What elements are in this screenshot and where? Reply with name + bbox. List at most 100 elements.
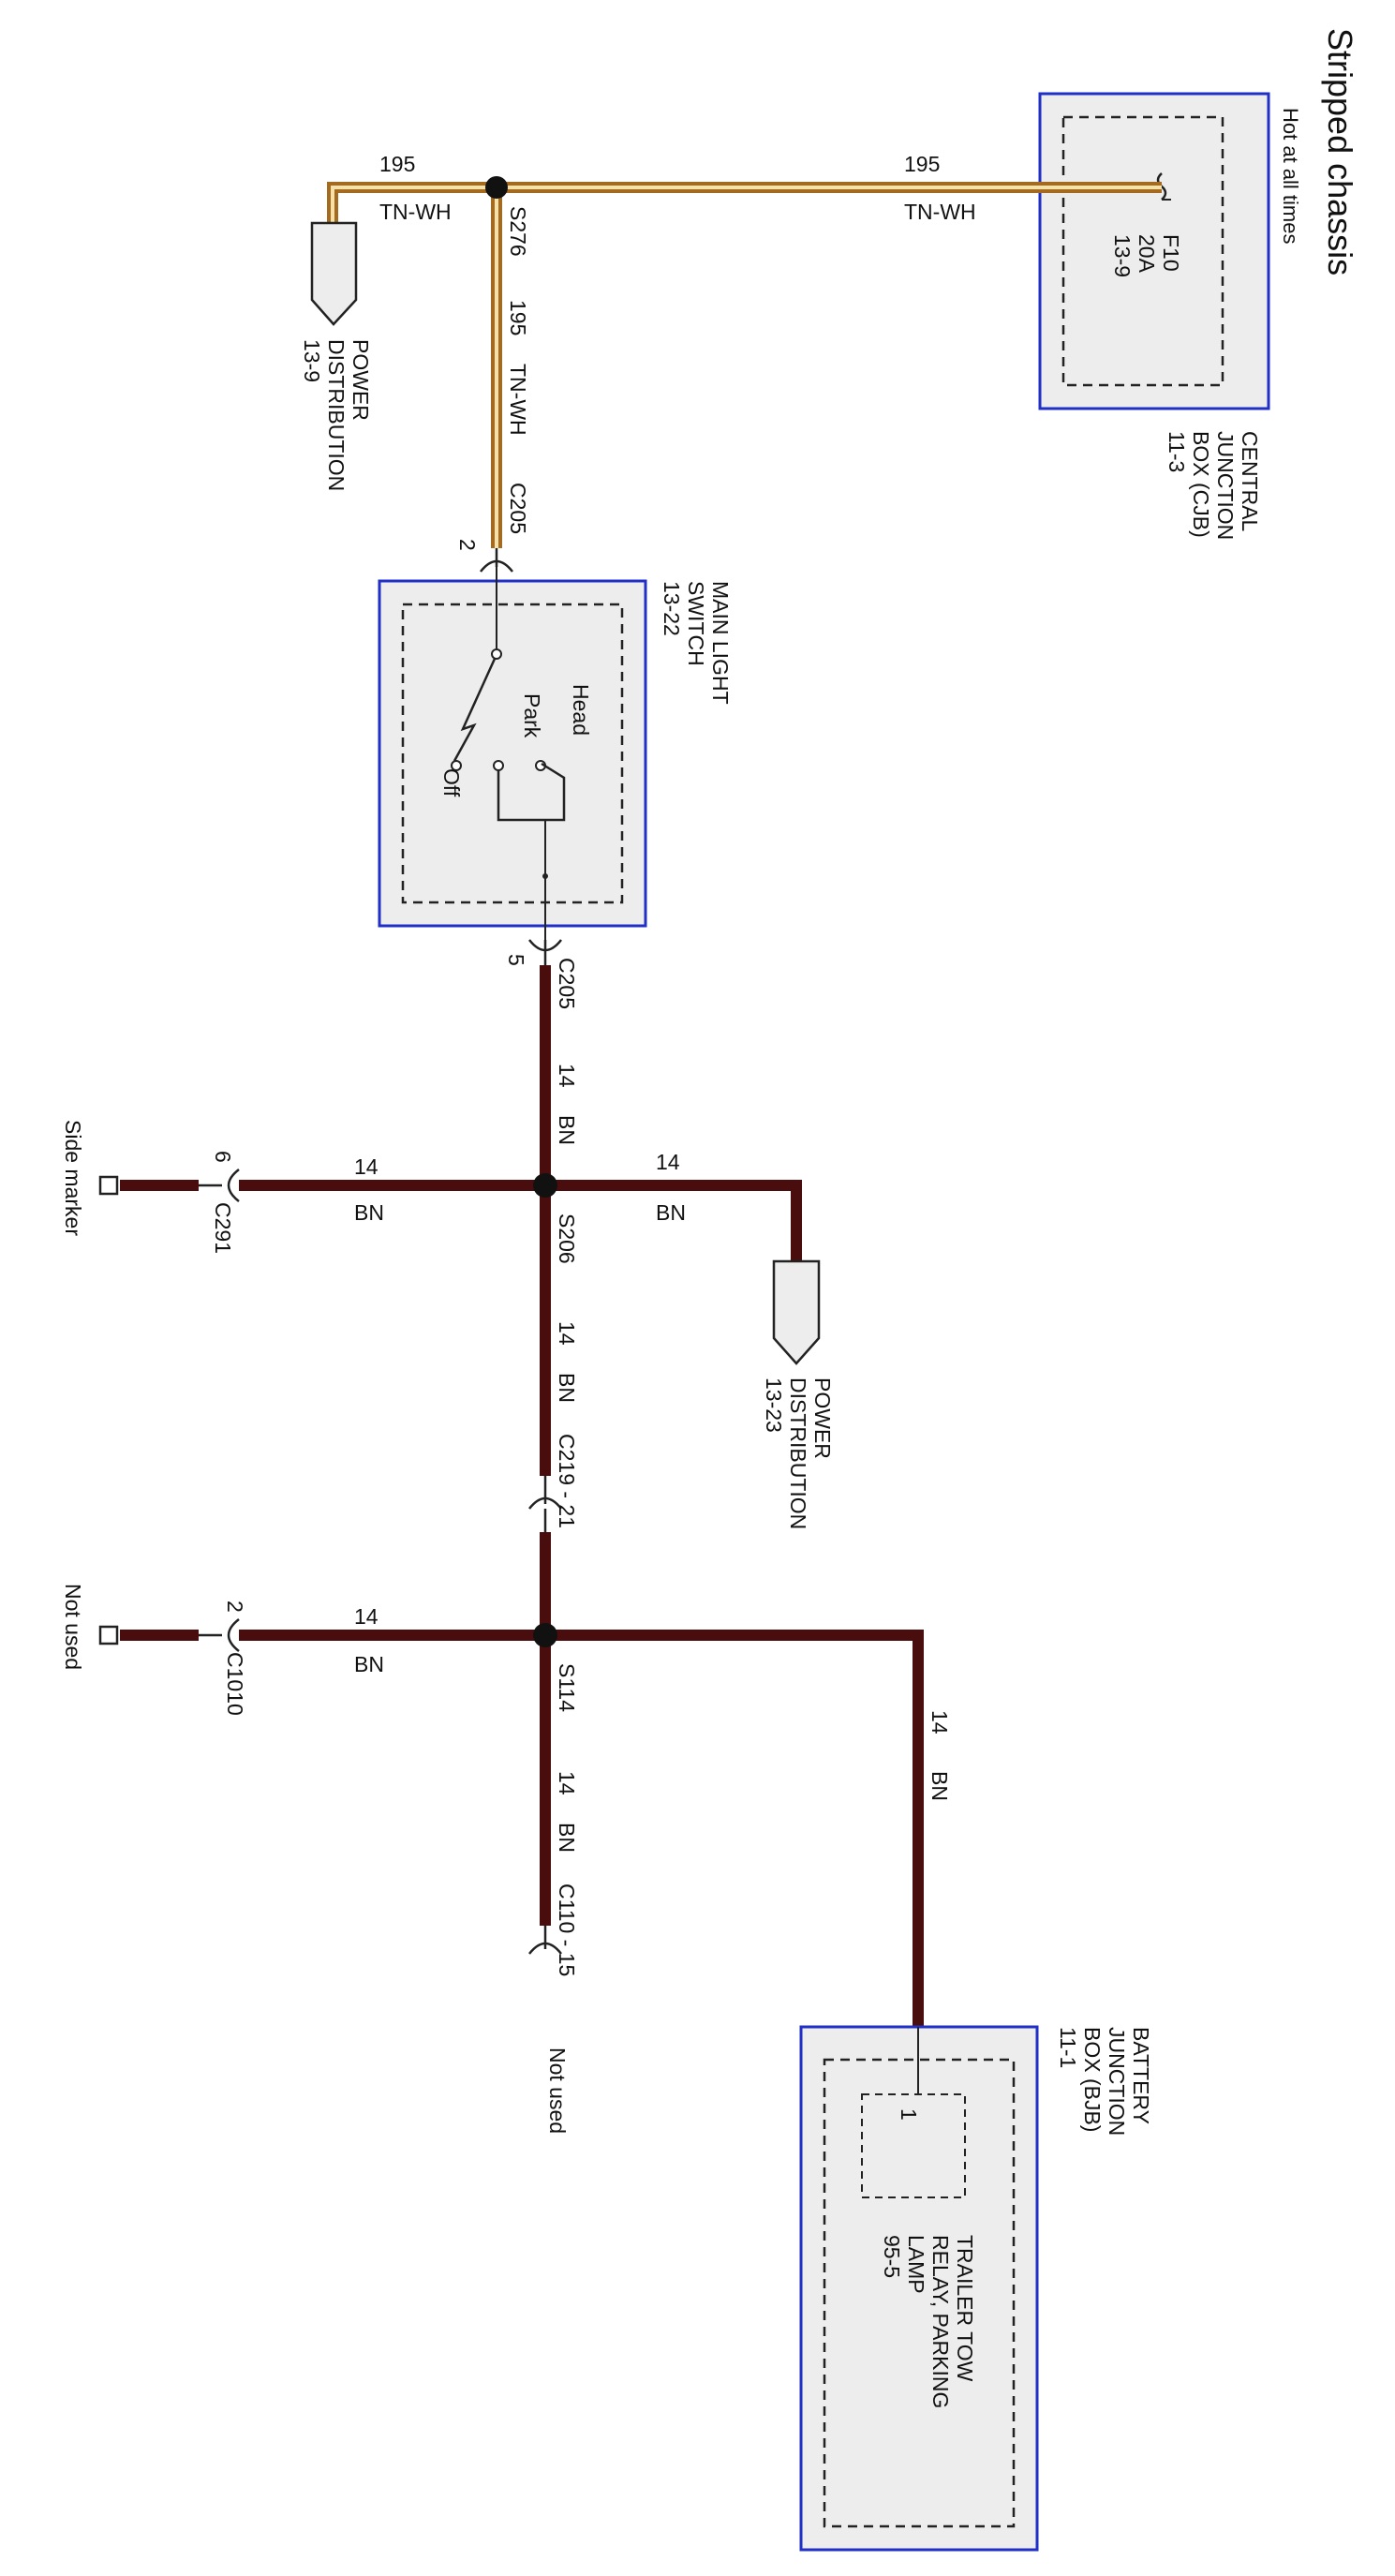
cjb-name-line1: CENTRAL bbox=[1238, 431, 1262, 532]
cjb-name-line3: BOX (CJB) bbox=[1189, 431, 1213, 538]
side-marker-label: Side marker bbox=[61, 1120, 85, 1236]
fuse-rating: 20A bbox=[1135, 234, 1159, 274]
wire-circuit-14-s114-down: 14 bbox=[555, 1771, 579, 1795]
splice-s276-label: S276 bbox=[506, 206, 530, 257]
mls-name-line2: SWITCH bbox=[684, 581, 708, 666]
power-dist-top-line2: DISTRIBUTION bbox=[324, 339, 349, 491]
wire-color-bn-s206-down: BN bbox=[555, 1373, 579, 1403]
power-distribution-top-icon bbox=[310, 221, 358, 326]
bjb-name-line3: BOX (BJB) bbox=[1080, 2027, 1105, 2132]
wire-color-tnwh-right: TN-WH bbox=[904, 200, 976, 224]
splice-s114-label: S114 bbox=[555, 1663, 579, 1712]
wire-circuit-14-c205: 14 bbox=[555, 1064, 579, 1088]
connector-c219-icon bbox=[528, 1496, 562, 1510]
bjb-module: 1 TRAILER TOW RELAY, PARKING LAMP 95-5 B… bbox=[799, 2025, 1153, 2552]
bn-wires bbox=[120, 965, 924, 2027]
cjb-outer-box bbox=[1038, 92, 1270, 410]
relay-name-line3: LAMP bbox=[904, 2235, 928, 2294]
splice-s206 bbox=[533, 1173, 557, 1198]
fuse-label: F10 bbox=[1159, 234, 1183, 272]
connector-c1010: 2 C1010 bbox=[199, 1601, 247, 1716]
wire-circuit-14-s206-down: 14 bbox=[555, 1321, 579, 1346]
bjb-name-line1: BATTERY bbox=[1129, 2027, 1153, 2124]
main-light-switch: Head Park Off MAIN LIGHT SWITCH 13-22 bbox=[378, 567, 733, 940]
not-used-left-terminal-icon bbox=[98, 1625, 119, 1645]
cjb-module: F10 20A 13-9 CENTRAL JUNCTION BOX (CJB) … bbox=[1038, 92, 1270, 540]
wire-color-bn-s114-down: BN bbox=[555, 1823, 579, 1853]
mls-inner-box bbox=[401, 603, 624, 904]
connector-c205-bottom-id: C205 bbox=[555, 958, 579, 1009]
power-distribution-mid: POWER DISTRIBUTION 13-23 bbox=[762, 1259, 835, 1529]
mls-head-label: Head bbox=[569, 684, 593, 736]
splice-s114 bbox=[533, 1623, 557, 1647]
relay-name-line1: TRAILER TOW bbox=[953, 2235, 977, 2382]
wire-color-bn-s114-right: BN bbox=[928, 1771, 952, 1801]
bn-wire-s206-right bbox=[545, 1180, 802, 1261]
connector-c205-top: C205 2 bbox=[455, 483, 530, 573]
wire-color-tnwh-vertical: TN-WH bbox=[506, 364, 530, 436]
connector-c1010-icon bbox=[227, 1618, 240, 1652]
connector-c1010-id: C1010 bbox=[223, 1652, 247, 1716]
power-distribution-top: POWER DISTRIBUTION 13-9 bbox=[300, 221, 373, 491]
connector-c291: 6 C291 bbox=[199, 1151, 240, 1254]
not-used-left-label: Not used bbox=[61, 1584, 85, 1670]
power-dist-top-line1: POWER bbox=[349, 339, 373, 421]
mls-off-contact bbox=[451, 760, 462, 771]
mls-park-label: Park bbox=[520, 693, 544, 738]
mls-switch-blade-icon bbox=[453, 658, 497, 762]
connector-c205-top-pin: 2 bbox=[455, 539, 480, 551]
bjb-inner-box bbox=[823, 2058, 1016, 2528]
bn-wire-s114-right bbox=[545, 1630, 924, 2027]
connector-c205-bottom: C205 5 bbox=[504, 939, 579, 1009]
mls-park-contact bbox=[493, 760, 504, 771]
splice-s276 bbox=[485, 176, 508, 199]
bjb-name-line4: 11-1 bbox=[1056, 2027, 1080, 2068]
wire-color-bn-s114-left: BN bbox=[354, 1652, 384, 1676]
wire-circuit-14-s114-right: 14 bbox=[928, 1710, 952, 1735]
power-dist-mid-line2: DISTRIBUTION bbox=[786, 1377, 810, 1529]
cjb-name-line2: JUNCTION bbox=[1213, 431, 1238, 540]
tn-wh-wire-inner bbox=[331, 186, 1162, 548]
connector-c205-bottom-pin: 5 bbox=[504, 954, 528, 966]
connector-c110-icon bbox=[528, 1942, 562, 1955]
not-used-bottom-label: Not used bbox=[545, 2047, 570, 2134]
fuse-ref: 13-9 bbox=[1110, 234, 1135, 277]
diagram-title: Stripped chassis bbox=[1321, 28, 1359, 275]
wire-circuit-195-right: 195 bbox=[904, 152, 940, 176]
bjb-name-line2: JUNCTION bbox=[1105, 2027, 1129, 2136]
connector-c1010-pin: 2 bbox=[223, 1601, 247, 1613]
wire-color-tnwh-left: TN-WH bbox=[379, 200, 452, 224]
connector-c205-top-icon bbox=[480, 559, 513, 573]
power-dist-mid-line1: POWER bbox=[810, 1377, 835, 1459]
wire-color-bn-s206-left: BN bbox=[354, 1200, 384, 1225]
splice-s206-label: S206 bbox=[555, 1214, 579, 1264]
relay-pin-label: 1 bbox=[897, 2108, 921, 2121]
relay-pin-box bbox=[861, 2093, 966, 2198]
relay-name-line4: 95-5 bbox=[880, 2235, 904, 2278]
wire-circuit-14-s206-left: 14 bbox=[354, 1154, 378, 1179]
cjb-name-line4: 11-3 bbox=[1165, 431, 1189, 472]
tn-wh-wire-outer bbox=[327, 182, 1162, 548]
mls-name-line3: 13-22 bbox=[660, 581, 684, 636]
diagram-subtitle: Hot at all times bbox=[1279, 108, 1302, 245]
wire-color-bn-c205: BN bbox=[555, 1115, 579, 1145]
connector-c291-icon bbox=[227, 1169, 240, 1202]
connector-c291-pin: 6 bbox=[211, 1151, 235, 1163]
mls-pivot-contact bbox=[491, 648, 502, 660]
wire-circuit-195-vertical: 195 bbox=[506, 300, 530, 335]
cjb-inner-box bbox=[1061, 115, 1224, 387]
power-dist-mid-line3: 13-23 bbox=[762, 1377, 786, 1433]
power-distribution-mid-icon bbox=[772, 1259, 821, 1365]
mls-name-line1: MAIN LIGHT bbox=[708, 581, 733, 705]
wire-circuit-14-s114-left: 14 bbox=[354, 1604, 378, 1629]
mls-off-label: Off bbox=[439, 768, 464, 797]
connector-c219: C219 - 21 bbox=[528, 1434, 579, 1532]
wire-circuit-14-s206-right: 14 bbox=[656, 1150, 680, 1174]
tn-wh-wires: 195 TN-WH 195 TN-WH 195 TN-WH bbox=[327, 152, 1162, 548]
connector-c205-top-id: C205 bbox=[506, 483, 530, 534]
connector-c110: C110 - 15 bbox=[528, 1884, 579, 1976]
connector-c291-id: C291 bbox=[211, 1202, 235, 1254]
connector-c110-id: C110 - 15 bbox=[555, 1884, 579, 1976]
mls-outer-box bbox=[378, 579, 647, 928]
